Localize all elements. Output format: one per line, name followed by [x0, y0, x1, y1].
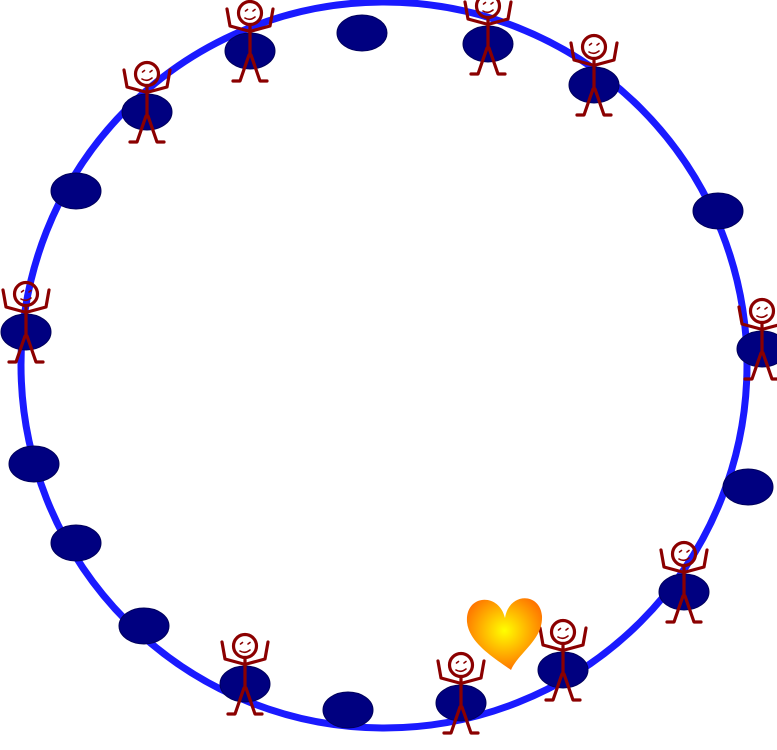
ring	[17, 0, 751, 732]
heart-icon	[466, 598, 543, 670]
seat-17	[50, 172, 102, 210]
seat-7	[722, 468, 774, 506]
seat-15	[8, 445, 60, 483]
seat-13	[118, 607, 170, 645]
seat-2	[336, 14, 388, 52]
seat-11	[322, 691, 374, 729]
seat-14	[50, 524, 102, 562]
seat-5	[692, 192, 744, 230]
